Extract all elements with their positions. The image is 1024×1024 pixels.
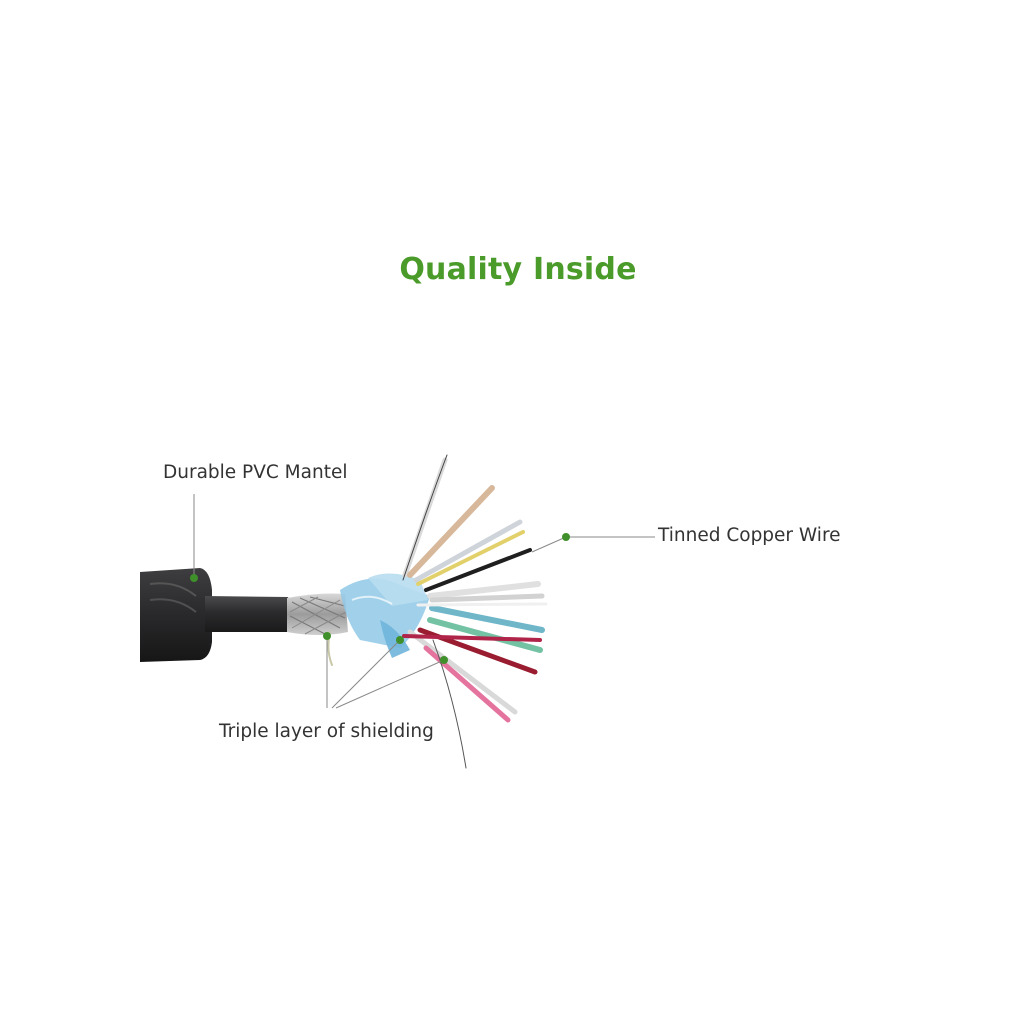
page-title: Quality Inside	[399, 252, 637, 287]
callout-dot-pvc	[190, 574, 198, 582]
callout-dots	[190, 533, 570, 664]
label-pvc-mantel: Durable PVC Mantel	[163, 462, 348, 483]
label-triple-shielding: Triple layer of shielding	[219, 721, 434, 742]
callout-dot-shield-3	[440, 656, 448, 664]
foil-shield	[340, 573, 430, 658]
callout-dot-shield-2	[396, 636, 404, 644]
conductor-wires	[327, 454, 548, 769]
callout-dot-shield-1	[323, 632, 331, 640]
label-tinned-copper-wire: Tinned Copper Wire	[658, 525, 841, 546]
callout-lines	[193, 494, 655, 709]
braided-shield	[287, 593, 348, 635]
connector-boot	[140, 568, 212, 662]
callout-dot-copper	[562, 533, 570, 541]
pvc-jacket	[205, 596, 291, 632]
